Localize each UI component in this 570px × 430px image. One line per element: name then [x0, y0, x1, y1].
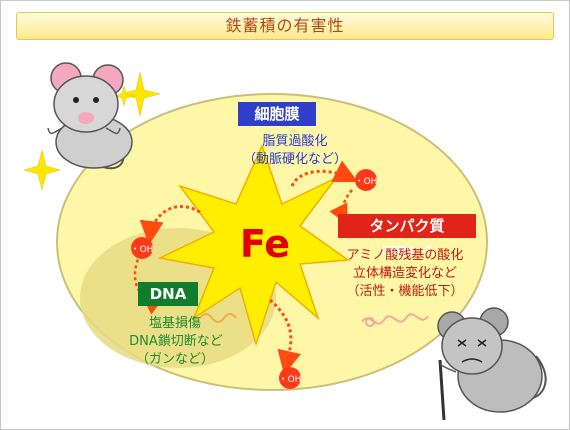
arrow-to-dna-radical	[139, 205, 201, 245]
membrane-label: 細胞膜	[238, 102, 316, 126]
dna-effect-line2: DNA鎖切断など	[129, 334, 223, 349]
arrow-from-membrane-radical	[329, 189, 353, 225]
protein-effect-line1: アミノ酸残基の酸化	[346, 248, 464, 263]
radical-lower-label: ・OH	[278, 375, 302, 385]
protein-effect-line2: 立体構造変化など	[352, 266, 457, 281]
sparkle-icon	[23, 71, 161, 191]
membrane-effect-line1: 脂質過酸化	[262, 134, 328, 149]
fe-label: Fe	[239, 222, 291, 266]
protein-label-main: タンパク質	[369, 217, 445, 235]
radical-dna	[131, 237, 153, 259]
protein-coil-icon	[361, 313, 429, 327]
radical-dna-label: ・OH	[130, 245, 154, 255]
protein-effect-line3: （活性・機能低下）	[346, 284, 464, 299]
sick-mouse-illustration	[437, 307, 547, 421]
dna-effect-line3: （ガンなど）	[135, 352, 214, 367]
protein-label-sub: （酵素など）	[374, 245, 440, 258]
protein-label: タンパク質 （酵素など）	[338, 214, 476, 258]
radical-membrane-label: ・OH	[354, 177, 378, 187]
healthy-mouse-illustration	[47, 62, 133, 170]
arrow-to-lower-radical	[269, 298, 301, 375]
radical-membrane	[355, 169, 377, 191]
radical-lower	[279, 367, 301, 389]
membrane-effect-line2: （動脈硬化など）	[242, 152, 347, 167]
fe-star	[157, 143, 351, 347]
page-title: 鉄蓄積の有害性	[16, 12, 554, 40]
dna-squiggle	[199, 313, 237, 323]
dna-label: DNA	[138, 282, 198, 306]
dna-effect-line1: 塩基損傷	[148, 316, 201, 331]
